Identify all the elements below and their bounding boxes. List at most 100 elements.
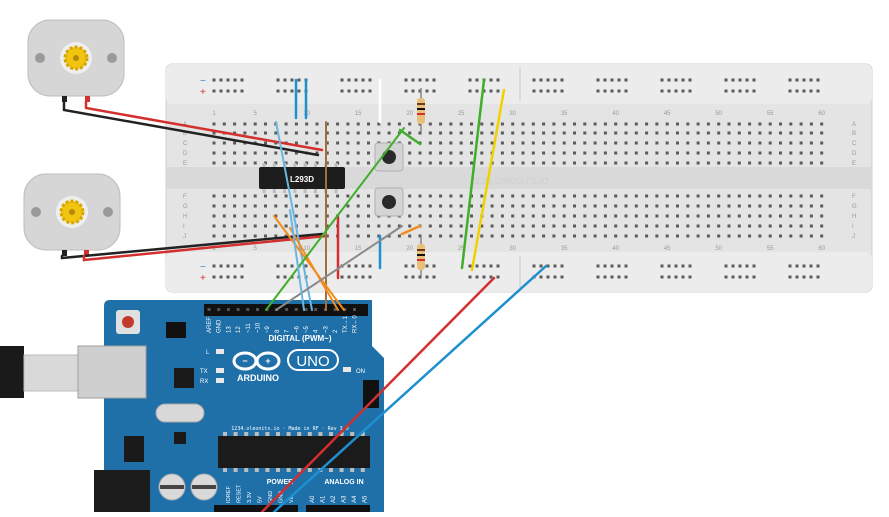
rail-hole[interactable]	[560, 78, 564, 82]
breadboard-hole[interactable]	[325, 234, 329, 238]
breadboard-hole[interactable]	[624, 161, 628, 165]
breadboard-hole[interactable]	[336, 194, 340, 198]
breadboard-hole[interactable]	[294, 122, 298, 126]
rail-hole[interactable]	[496, 78, 500, 82]
rail-hole[interactable]	[411, 275, 415, 279]
l293d-chip[interactable]: L293D	[259, 163, 345, 193]
breadboard-hole[interactable]	[799, 131, 803, 135]
breadboard-hole[interactable]	[799, 151, 803, 155]
breadboard-hole[interactable]	[500, 194, 504, 198]
breadboard-hole[interactable]	[562, 234, 566, 238]
breadboard-hole[interactable]	[686, 131, 690, 135]
breadboard-hole[interactable]	[212, 122, 216, 126]
breadboard-hole[interactable]	[233, 161, 237, 165]
breadboard-hole[interactable]	[253, 234, 257, 238]
breadboard-hole[interactable]	[614, 214, 618, 218]
breadboard-hole[interactable]	[408, 234, 412, 238]
breadboard-hole[interactable]	[315, 131, 319, 135]
breadboard-hole[interactable]	[346, 161, 350, 165]
breadboard-hole[interactable]	[294, 214, 298, 218]
breadboard-hole[interactable]	[768, 224, 772, 228]
breadboard-hole[interactable]	[511, 214, 515, 218]
digital-pin-hole[interactable]	[314, 308, 318, 311]
breadboard-hole[interactable]	[243, 122, 247, 126]
breadboard-hole[interactable]	[779, 141, 782, 145]
breadboard-hole[interactable]	[624, 194, 628, 198]
breadboard-hole[interactable]	[336, 141, 340, 145]
wire-motor1-black[interactable]	[62, 100, 320, 157]
breadboard-hole[interactable]	[387, 224, 391, 228]
rail-hole[interactable]	[674, 264, 678, 268]
rail-hole[interactable]	[347, 264, 351, 268]
rail-hole[interactable]	[816, 264, 820, 268]
breadboard-hole[interactable]	[552, 131, 556, 135]
breadboard-hole[interactable]	[408, 151, 412, 155]
breadboard-hole[interactable]	[655, 224, 659, 228]
breadboard-hole[interactable]	[645, 204, 649, 208]
resistor-1[interactable]	[417, 88, 425, 132]
breadboard-hole[interactable]	[222, 224, 226, 228]
rail-hole[interactable]	[340, 78, 344, 82]
breadboard-hole[interactable]	[511, 141, 515, 145]
breadboard-hole[interactable]	[634, 194, 638, 198]
breadboard-hole[interactable]	[820, 122, 824, 126]
breadboard-hole[interactable]	[459, 141, 463, 145]
breadboard-hole[interactable]	[531, 204, 535, 208]
rail-hole[interactable]	[219, 78, 223, 82]
rail-hole[interactable]	[304, 264, 308, 268]
breadboard-hole[interactable]	[418, 131, 422, 135]
breadboard-hole[interactable]	[521, 234, 525, 238]
breadboard-hole[interactable]	[779, 234, 782, 238]
breadboard-hole[interactable]	[645, 151, 649, 155]
rail-hole[interactable]	[468, 78, 472, 82]
breadboard-hole[interactable]	[573, 151, 576, 155]
breadboard-hole[interactable]	[614, 224, 618, 228]
breadboard-hole[interactable]	[470, 131, 473, 135]
breadboard-hole[interactable]	[233, 204, 237, 208]
breadboard-hole[interactable]	[779, 151, 782, 155]
breadboard-hole[interactable]	[542, 204, 546, 208]
breadboard-hole[interactable]	[717, 204, 721, 208]
breadboard-hole[interactable]	[315, 214, 319, 218]
breadboard-hole[interactable]	[367, 161, 370, 165]
breadboard-hole[interactable]	[696, 214, 700, 218]
breadboard-hole[interactable]	[676, 131, 679, 135]
breadboard-hole[interactable]	[614, 122, 618, 126]
breadboard-hole[interactable]	[696, 131, 700, 135]
breadboard-hole[interactable]	[233, 131, 237, 135]
rail-hole[interactable]	[816, 275, 820, 279]
rail-hole[interactable]	[212, 275, 216, 279]
rail-hole[interactable]	[752, 264, 756, 268]
breadboard-hole[interactable]	[789, 224, 793, 228]
breadboard-hole[interactable]	[655, 141, 659, 145]
breadboard-hole[interactable]	[603, 122, 607, 126]
breadboard-hole[interactable]	[243, 224, 247, 228]
rail-hole[interactable]	[553, 78, 557, 82]
breadboard-hole[interactable]	[449, 194, 453, 198]
breadboard-hole[interactable]	[562, 122, 566, 126]
breadboard-hole[interactable]	[480, 151, 484, 155]
breadboard-hole[interactable]	[665, 224, 669, 228]
breadboard-hole[interactable]	[480, 234, 484, 238]
breadboard-hole[interactable]	[490, 224, 494, 228]
breadboard-hole[interactable]	[294, 151, 298, 155]
breadboard-hole[interactable]	[676, 194, 679, 198]
rail-hole[interactable]	[752, 78, 756, 82]
breadboard-hole[interactable]	[799, 204, 803, 208]
breadboard-hole[interactable]	[583, 161, 587, 165]
breadboard-hole[interactable]	[325, 151, 329, 155]
rail-hole[interactable]	[731, 264, 735, 268]
breadboard-hole[interactable]	[696, 204, 700, 208]
breadboard-hole[interactable]	[624, 131, 628, 135]
breadboard-hole[interactable]	[274, 214, 278, 218]
rail-hole[interactable]	[603, 78, 607, 82]
breadboard-hole[interactable]	[521, 161, 525, 165]
wire-motor2-red[interactable]	[82, 234, 328, 262]
breadboard-hole[interactable]	[748, 161, 752, 165]
breadboard-hole[interactable]	[346, 224, 350, 228]
rail-hole[interactable]	[603, 89, 607, 93]
breadboard-hole[interactable]	[676, 151, 679, 155]
rail-hole[interactable]	[795, 275, 799, 279]
breadboard-hole[interactable]	[655, 234, 659, 238]
breadboard-hole[interactable]	[820, 141, 824, 145]
